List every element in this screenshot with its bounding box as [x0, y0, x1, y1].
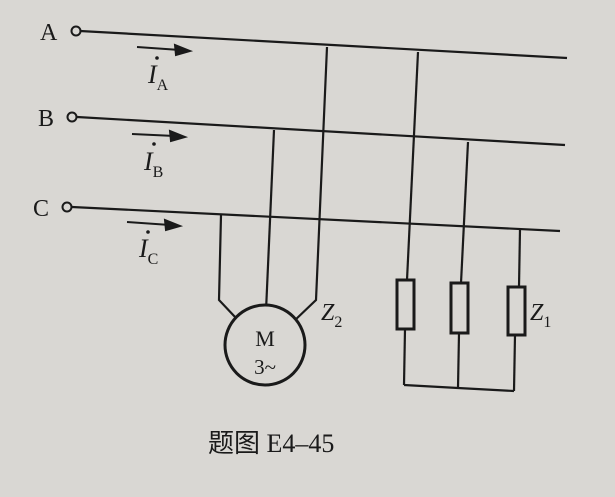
motor-phase-label: 3~ [254, 355, 276, 379]
impedance-z1-c [506, 285, 527, 337]
line-a [79, 29, 568, 60]
terminal-label-a: A [40, 20, 58, 46]
arrow-icon [173, 43, 194, 57]
impedance-z1-a [395, 278, 416, 331]
terminal-a [70, 25, 82, 37]
load-wire-c [517, 228, 522, 288]
current-ib: IB [143, 147, 163, 181]
impedance-z1-b [449, 281, 470, 335]
current-ic: IC [138, 234, 158, 268]
line-c [71, 205, 561, 233]
terminal-c [61, 201, 73, 213]
terminal-b [66, 111, 78, 123]
terminal-label-b: B [38, 106, 54, 132]
motor-label: M [255, 326, 275, 351]
load-star-point [403, 383, 515, 393]
motor-wire-c [217, 214, 237, 319]
impedance-label-z2: Z2 [321, 300, 342, 331]
impedance-label-z1: Z1 [530, 300, 551, 331]
current-ia: IA [147, 60, 169, 94]
line-b [76, 115, 566, 147]
arrow-icon [163, 218, 184, 232]
motor-icon [223, 303, 307, 387]
motor-wire-a [292, 46, 329, 323]
load-wire-b [459, 141, 470, 284]
figure-caption: 题图 E4–45 [208, 429, 334, 458]
motor-wire-b [264, 129, 276, 312]
arrow-icon [168, 129, 189, 143]
load-wire-a [405, 51, 420, 281]
terminal-label-c: C [33, 196, 49, 222]
